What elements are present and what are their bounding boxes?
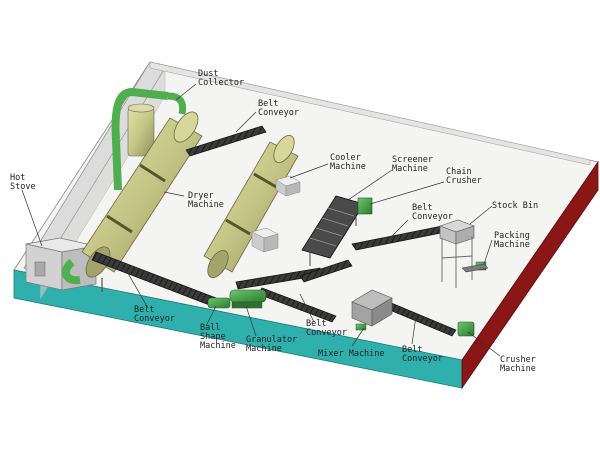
- label-stock-bin: Stock Bin: [492, 201, 538, 211]
- ball-shape-machine: [207, 297, 231, 309]
- packing-machine: [461, 261, 489, 273]
- label-belt-conveyor-left: Belt Conveyor: [134, 305, 175, 324]
- hot-stove: [25, 237, 97, 291]
- floor-side-face: [461, 160, 599, 390]
- cooler-machine: [203, 135, 299, 278]
- granulator-machine: [229, 289, 267, 309]
- label-screener-machine: Screener Machine: [392, 155, 438, 174]
- labels: Dust Collector Belt Conveyor Hot Stove D…: [10, 69, 541, 374]
- label-chain-crusher: Chain Crusher: [446, 167, 482, 186]
- belt-conveyor-top: [185, 125, 267, 157]
- belt-conveyor-under-screener: [299, 259, 353, 283]
- chain-crusher: [357, 197, 373, 215]
- label-hot-stove: Hot Stove: [10, 173, 36, 192]
- dust-collector: [111, 87, 187, 191]
- crusher-machine: [457, 321, 475, 337]
- label-dust-collector: Dust Collector: [198, 69, 244, 88]
- label-cooler-machine: Cooler Machine: [330, 153, 366, 172]
- mixer-machine: [351, 289, 393, 331]
- label-mixer-machine: Mixer Machine: [318, 349, 385, 359]
- label-packing-machine: Packing Machine: [494, 231, 535, 250]
- label-crusher-machine: Crusher Machine: [500, 355, 541, 374]
- label-dryer-machine: Dryer Machine: [188, 191, 224, 210]
- label-belt-conveyor-right: Belt Conveyor: [412, 203, 453, 222]
- label-ball-shape-machine: Ball Shape Machine: [200, 323, 236, 351]
- stock-bin: [439, 219, 475, 288]
- leader-lines: [21, 83, 501, 357]
- label-belt-conveyor-top: Belt Conveyor: [258, 99, 299, 118]
- support-blocks: [251, 175, 301, 253]
- label-belt-conveyor-bottom: Belt Conveyor: [402, 345, 443, 364]
- label-granulator-machine: Granulator Machine: [246, 335, 302, 354]
- label-belt-conveyor-middle: Belt Conveyor: [306, 319, 347, 338]
